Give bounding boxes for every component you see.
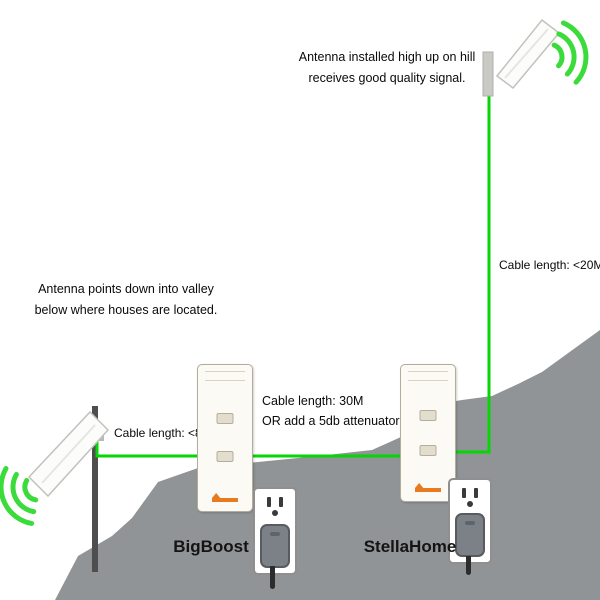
socket-slot [474, 488, 478, 498]
antenna-pole [92, 406, 98, 572]
terrain-hill-shape [55, 330, 600, 600]
cable-hill-antenna-to-stellahome [451, 94, 491, 454]
device-connector-icon [419, 409, 437, 421]
device-connector-icon [216, 451, 234, 463]
signal-arc [0, 465, 35, 526]
device-brand-logo-icon [212, 493, 238, 502]
device-ports-strip [205, 371, 245, 381]
annotation-valley-line-1: Antenna points down into valley [38, 282, 214, 296]
signal-waves-left-icon [0, 465, 39, 526]
annotation-hill-line-2: receives good quality signal. [308, 71, 466, 85]
signal-arc [22, 477, 39, 503]
cable-length-left-label: Cable length: <8M [114, 426, 212, 440]
cable-mid-line-2: OR add a 5db attenuator [262, 414, 400, 428]
power-cord [270, 566, 275, 589]
socket-slot [462, 488, 466, 498]
signal-arc [10, 471, 37, 515]
device-connector-icon [419, 445, 437, 457]
booster-device-stellahome [400, 364, 456, 502]
signal-arc [556, 31, 577, 77]
annotation-hill-line-1: Antenna installed high up on hill [298, 50, 476, 64]
device-connector-icon [216, 413, 234, 425]
signal-arc [551, 42, 565, 69]
annotation-valley-line-2: below where houses are located. [34, 303, 218, 317]
signal-arc [560, 20, 589, 85]
hill-antenna-icon [482, 18, 561, 97]
signal-waves-right-icon [551, 20, 589, 85]
bigboost-label: BigBoost [173, 537, 249, 556]
power-outlet-icon [253, 487, 297, 575]
booster-device-bigboost [197, 364, 253, 512]
antenna-boom-line [41, 424, 96, 484]
annotation-valley-antenna: Antenna points down into valley below wh… [20, 279, 232, 321]
socket-slot [279, 497, 283, 507]
outlet-socket-icon [458, 486, 482, 507]
antenna-boom-line [504, 28, 549, 79]
cable-valley-antenna-to-bigboost [95, 441, 202, 458]
outlet-socket-icon [263, 495, 287, 516]
socket-ground-hole [467, 501, 473, 507]
annotation-hill-antenna: Antenna installed high up on hill receiv… [283, 47, 491, 89]
valley-antenna-icon [27, 410, 110, 498]
cable-length-mid-label: Cable length: 30M OR add a 5db attenuato… [262, 391, 400, 431]
power-cord [466, 556, 471, 575]
device-brand-logo-icon [415, 483, 441, 492]
socket-slot [267, 497, 271, 507]
power-plug-icon [260, 524, 290, 568]
device-ports-strip [408, 371, 448, 381]
socket-ground-hole [272, 510, 278, 516]
stellahome-label: StellaHome [363, 537, 457, 556]
cable-mid-line-1: Cable length: 30M [262, 394, 364, 408]
antenna-mast [482, 51, 494, 97]
cable-length-right-label: Cable length: <20M [499, 258, 600, 272]
